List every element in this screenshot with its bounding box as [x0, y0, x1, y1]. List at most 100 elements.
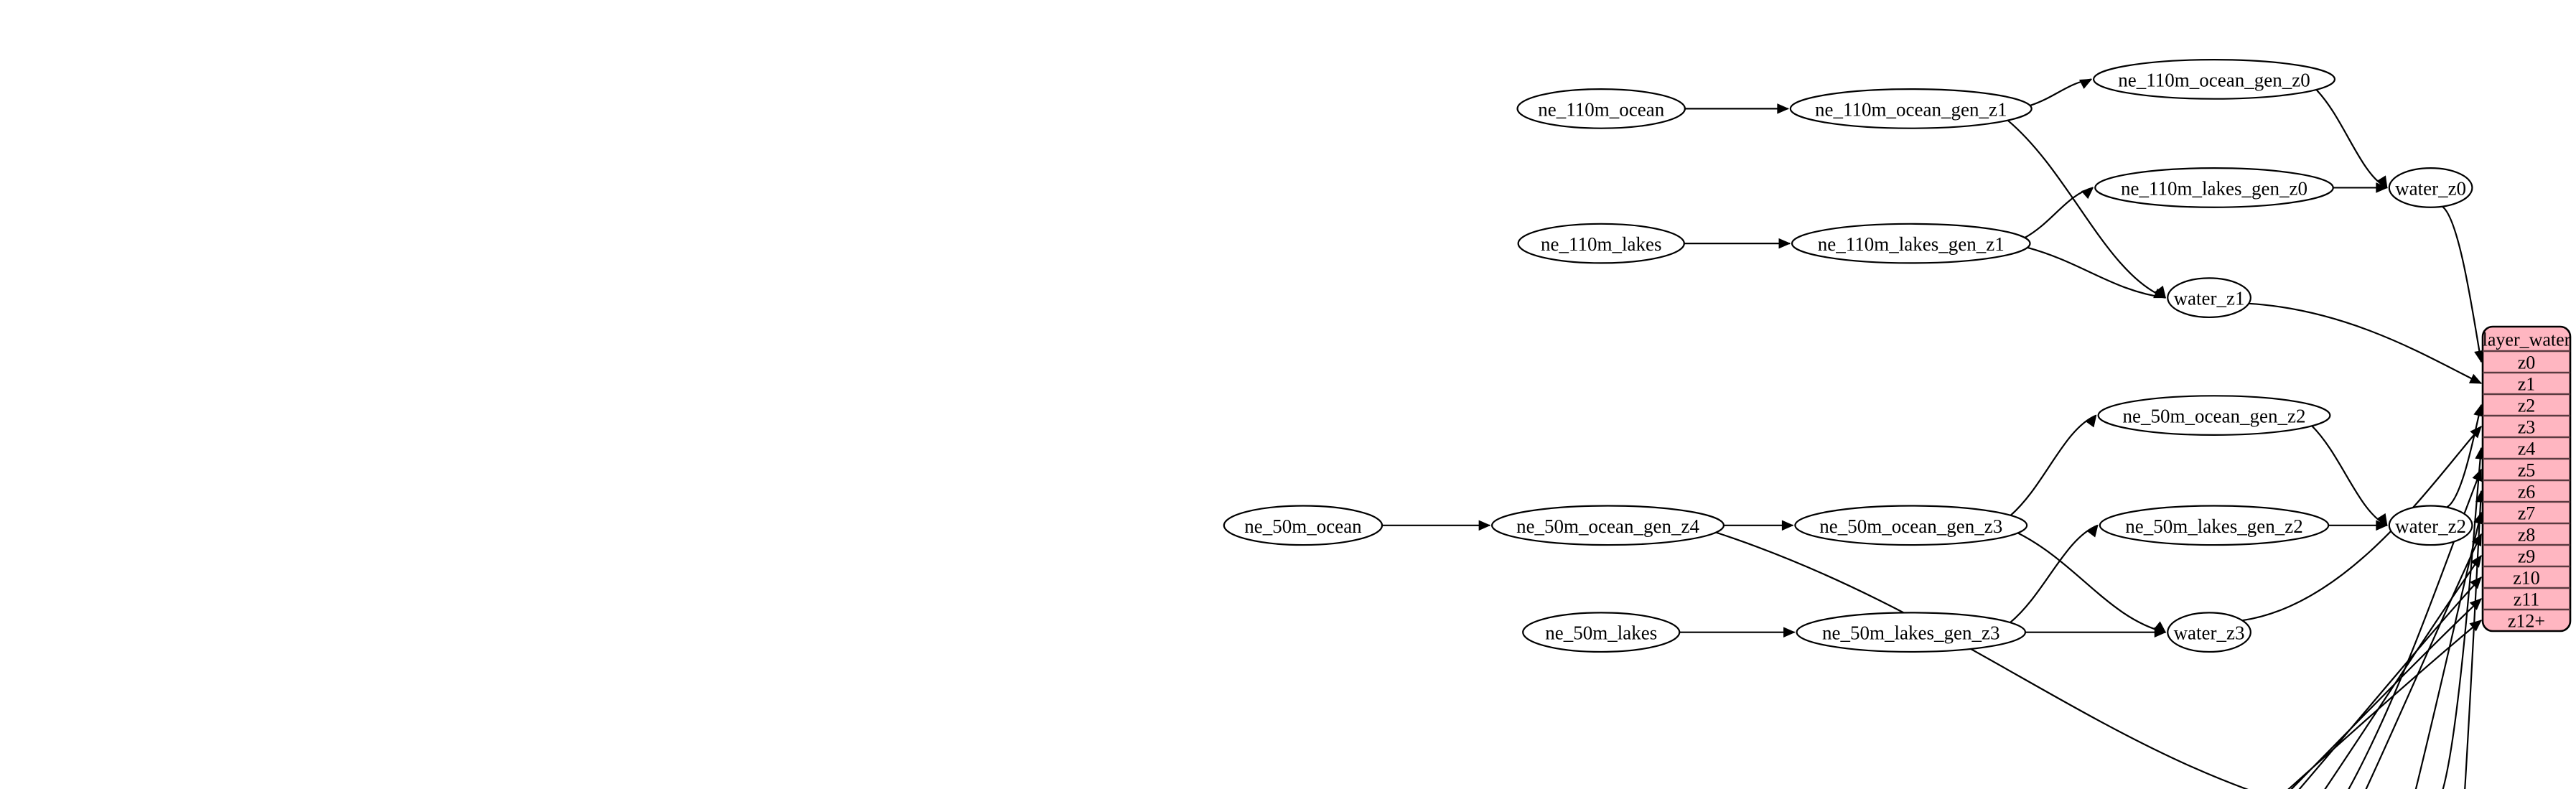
edge-ne_50m_ocean_gen_z3-to-water_z3: [2017, 532, 2166, 633]
node-label: water_z3: [2174, 622, 2245, 644]
graph-node-ne_50m_ocean_gen_z3[interactable]: ne_50m_ocean_gen_z3: [1794, 505, 2028, 546]
edge-water_z10-to-layer_water_z10: [2298, 576, 2482, 789]
layer-water-table-body: [2481, 325, 2572, 632]
table-row-z8[interactable]: z8: [2518, 525, 2536, 546]
graph-node-ne_110m_ocean[interactable]: ne_110m_ocean: [1516, 88, 1686, 129]
edge-arrowhead: [2376, 513, 2388, 526]
node-ellipse: [2167, 277, 2251, 319]
edge-arrowhead: [2468, 373, 2483, 384]
edge-water_z1-to-layer_water_z1: [2249, 302, 2482, 384]
node-ellipse: [1796, 612, 2027, 653]
edge-arrowhead: [1783, 627, 1796, 638]
edge-arrowhead: [2472, 468, 2482, 482]
edge-arrowhead: [1777, 103, 1790, 114]
node-ellipse: [1223, 505, 1383, 546]
edge-arrowhead: [1781, 520, 1794, 531]
node-label: ne_110m_lakes_gen_z1: [1818, 233, 2005, 255]
graph-node-ne_110m_lakes_gen_z0[interactable]: ne_110m_lakes_gen_z0: [2094, 167, 2334, 208]
node-ellipse: [2388, 167, 2473, 208]
node-label: ne_50m_ocean_gen_z2: [2123, 406, 2306, 427]
table-row-z4[interactable]: z4: [2518, 439, 2536, 459]
table-row-z0[interactable]: z0: [2518, 353, 2536, 373]
edges-layer: [1382, 78, 2486, 789]
node-label: ne_50m_ocean_gen_z3: [1819, 515, 2002, 537]
graph-node-ne_50m_lakes[interactable]: ne_50m_lakes: [1522, 612, 1681, 653]
node-ellipse: [1522, 612, 1681, 653]
edge-ne_50m_ocean_gen_z2-to-water_z2: [2311, 425, 2388, 526]
table-row-z6[interactable]: z6: [2518, 482, 2536, 503]
node-ellipse: [1789, 88, 2033, 129]
edge-arrowhead: [2470, 426, 2482, 439]
node-ellipse: [1791, 223, 2031, 264]
node-ellipse: [1516, 88, 1686, 129]
edge-water_z6-to-layer_water_z6: [2464, 490, 2483, 789]
node-ellipse: [2099, 505, 2330, 546]
table-row-z5[interactable]: z5: [2518, 460, 2536, 481]
edge-arrowhead: [2078, 78, 2093, 89]
layer-water-table[interactable]: layer_water z0z1z2z3z4z5z6z7z8z9z10z11z12…: [2481, 325, 2572, 632]
table-header-label: layer_water: [2483, 330, 2571, 350]
edge-ne_110m_ocean_gen_z1-to-water_z1: [2007, 119, 2166, 299]
edge-arrowhead: [2470, 576, 2482, 589]
edge-water_z4-to-layer_water_z4: [2442, 447, 2483, 789]
edge-ne_110m_ocean_gen_z0-to-water_z0: [2315, 89, 2388, 189]
edge-water_z2-to-layer_water_z2: [2446, 404, 2483, 508]
graph-node-water_z1[interactable]: water_z1: [2167, 277, 2251, 319]
table-row-z7[interactable]: z7: [2518, 503, 2536, 524]
graph-node-ne_50m_lakes_gen_z2[interactable]: ne_50m_lakes_gen_z2: [2099, 505, 2330, 546]
edge-arrowhead: [1778, 238, 1791, 249]
node-label: water_z2: [2395, 515, 2466, 537]
table-row-z10[interactable]: z10: [2513, 568, 2540, 589]
graph-node-ne_110m_lakes_gen_z1[interactable]: ne_110m_lakes_gen_z1: [1791, 223, 2031, 264]
table-row-z9[interactable]: z9: [2518, 546, 2536, 567]
edge-arrowhead: [2086, 524, 2099, 538]
edge-arrowhead: [2376, 520, 2389, 531]
edge-arrowhead: [2081, 187, 2094, 200]
graph-node-ne_50m_lakes_gen_z3[interactable]: ne_50m_lakes_gen_z3: [1796, 612, 2027, 653]
edge-arrowhead: [2376, 182, 2389, 193]
graph-node-ne_50m_ocean_gen_z2[interactable]: ne_50m_ocean_gen_z2: [2097, 395, 2331, 436]
graph-node-ne_110m_ocean_gen_z1[interactable]: ne_110m_ocean_gen_z1: [1789, 88, 2033, 129]
node-label: water_z0: [2395, 177, 2466, 199]
edge-ne_50m_lakes_gen_z3-to-ne_50m_lakes_gen_z2: [2010, 524, 2099, 623]
node-label: ne_50m_lakes_gen_z2: [2125, 515, 2302, 537]
node-ellipse: [2097, 395, 2331, 436]
table-row-z1[interactable]: z1: [2518, 374, 2536, 395]
node-label: ne_50m_lakes_gen_z3: [1822, 622, 1999, 644]
edge-arrowhead: [2085, 414, 2097, 428]
node-label: ne_110m_lakes_gen_z0: [2121, 177, 2307, 199]
edge-water_z9-to-layer_water_z9: [2324, 555, 2482, 789]
edge-water_z3-to-layer_water_z3: [2241, 426, 2482, 622]
edge-arrowhead: [2469, 620, 2482, 632]
edge-arrowhead: [2471, 533, 2482, 547]
node-label: ne_110m_lakes: [1541, 233, 1661, 255]
node-label: ne_50m_lakes: [1545, 622, 1657, 644]
edge-water_z8-to-layer_water_z8: [2365, 533, 2482, 789]
edge-arrowhead: [2469, 598, 2482, 610]
node-label: ne_110m_ocean_gen_z1: [1815, 98, 2007, 120]
table-row-z11[interactable]: z11: [2514, 589, 2540, 610]
table-row-z3[interactable]: z3: [2518, 417, 2536, 438]
edge-ne_50m_ocean_gen_z4-to-water_z4: [1715, 531, 2249, 789]
edge-arrowhead: [2470, 554, 2482, 568]
edge-ne_50m_ocean_gen_z3-to-ne_50m_ocean_gen_z2: [2010, 414, 2097, 516]
node-label: ne_110m_ocean: [1538, 98, 1664, 120]
edge-arrowhead: [2153, 288, 2167, 299]
graph-node-ne_110m_ocean_gen_z0[interactable]: ne_110m_ocean_gen_z0: [2092, 59, 2336, 100]
edge-arrowhead: [2376, 175, 2388, 189]
node-ellipse: [2167, 612, 2251, 653]
graph-node-water_z3[interactable]: water_z3: [2167, 612, 2251, 653]
node-ellipse: [2388, 505, 2473, 546]
edge-water_z0-to-layer_water_z0: [2441, 205, 2483, 363]
graph-node-water_z0[interactable]: water_z0: [2388, 167, 2473, 208]
graph-node-ne_110m_lakes[interactable]: ne_110m_lakes: [1517, 223, 1685, 264]
node-ellipse: [2094, 167, 2334, 208]
graph-node-water_z2[interactable]: water_z2: [2388, 505, 2473, 546]
graph-node-ne_50m_ocean_gen_z4[interactable]: ne_50m_ocean_gen_z4: [1491, 505, 1725, 546]
graph-node-ne_50m_ocean[interactable]: ne_50m_ocean: [1223, 505, 1383, 546]
table-row-z12plus[interactable]: z12+: [2508, 611, 2545, 632]
table-row-z2[interactable]: z2: [2518, 396, 2536, 416]
node-label: ne_110m_ocean_gen_z0: [2118, 69, 2310, 90]
edge-arrowhead: [1478, 520, 1491, 531]
